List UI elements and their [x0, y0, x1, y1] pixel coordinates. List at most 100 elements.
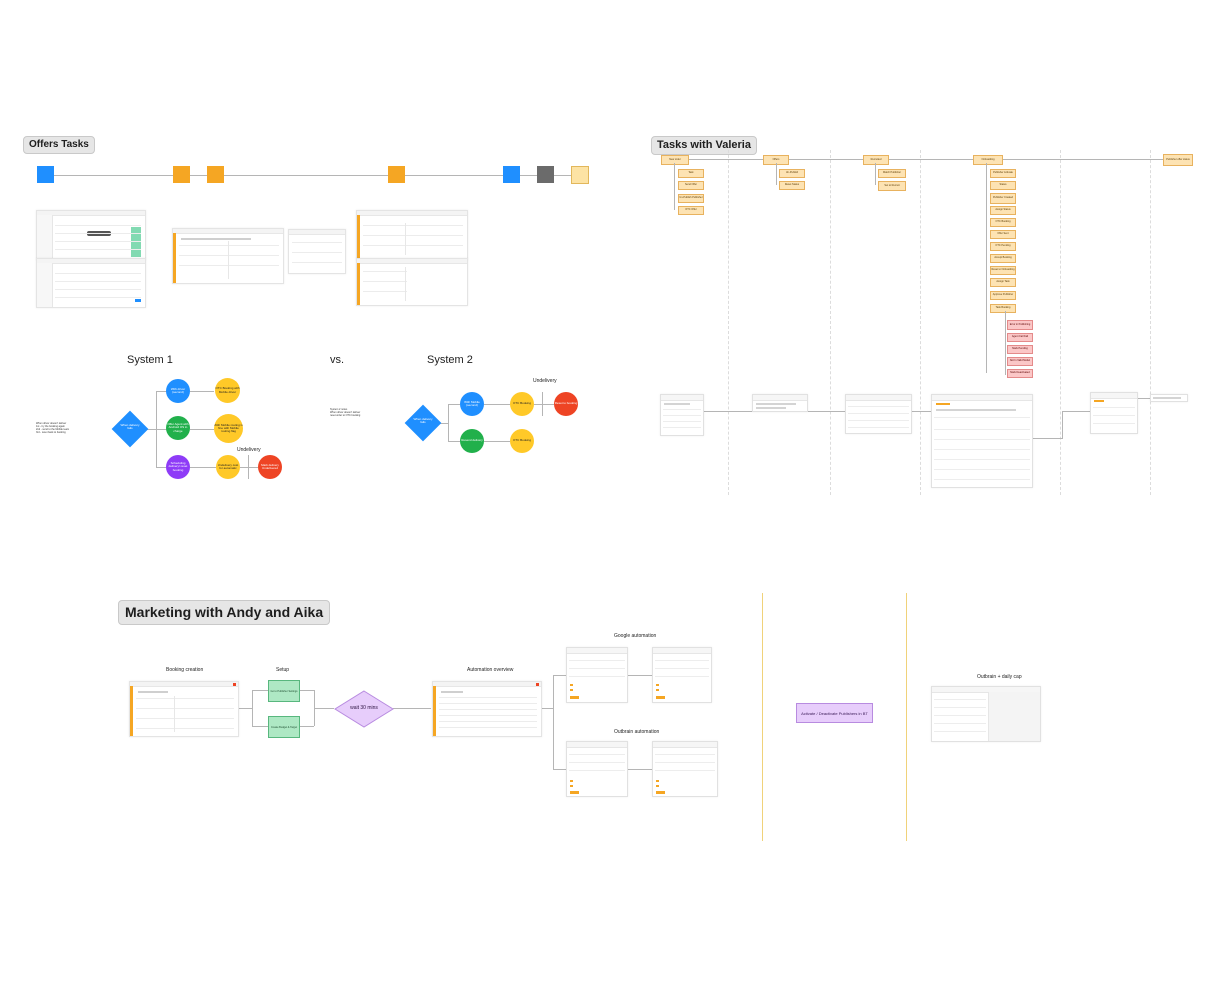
offers-screenshot[interactable] [288, 229, 346, 274]
task-card[interactable]: Reset Status [779, 181, 805, 190]
panel-row [934, 707, 986, 708]
offers-screenshot[interactable] [172, 228, 284, 284]
valeria-panel-small[interactable] [1150, 394, 1188, 402]
valeria-panel[interactable] [1090, 392, 1138, 434]
booking-creation-screenshot[interactable] [129, 681, 239, 737]
s2-circle-blue[interactable]: With Mobile (second) [460, 392, 484, 416]
stage-card[interactable]: New order [661, 155, 689, 165]
s2-circle-green[interactable]: Resend delivery [460, 429, 484, 453]
wait-diamond[interactable] [334, 690, 394, 728]
offers-screenshot[interactable] [356, 210, 468, 260]
stage-card[interactable]: Recruited [863, 155, 889, 165]
activate-deactivate-publishers-box[interactable]: Activate / Deactivate Publishers in BT [796, 703, 873, 723]
task-card[interactable]: Offer Sent [990, 230, 1016, 239]
timeline-node-orange[interactable] [388, 166, 405, 183]
valeria-section-title[interactable]: Tasks with Valeria [651, 136, 757, 156]
task-card[interactable]: Task Booking [990, 304, 1016, 313]
marketing-flow-line [393, 708, 431, 709]
task-card[interactable]: Accept Booking [990, 254, 1016, 263]
screenshot-row [292, 262, 342, 263]
marketing-flow-line [553, 675, 554, 769]
column-separator [920, 150, 921, 495]
s1-circle-purple[interactable]: Scheduling delivery/ reset booking [166, 455, 190, 479]
s1-circle-green[interactable]: Offer Agent with Android OS in charge [166, 416, 190, 440]
stage-card[interactable]: Publisher offer status [1163, 154, 1193, 166]
setup-box-publisher-settings[interactable]: Go to Publisher Settings [268, 680, 300, 702]
valeria-panel[interactable] [752, 394, 808, 412]
outbrain-automation-panel[interactable] [566, 741, 628, 797]
s2-circle-yellow[interactable]: OTC Booking [510, 392, 534, 416]
task-card[interactable]: Approve Publisher [990, 291, 1016, 300]
timeline-node-blue[interactable] [503, 166, 520, 183]
task-card[interactable]: Assign Status [990, 206, 1016, 215]
offers-screenshot[interactable] [36, 210, 146, 260]
panel-header [846, 395, 911, 401]
exception-card[interactable]: Mark Pending [1007, 345, 1033, 354]
task-card[interactable]: OTC Booking [990, 218, 1016, 227]
timeline-node-yellow[interactable] [571, 166, 589, 184]
task-card[interactable]: OTC Pending [990, 242, 1016, 251]
panel-save-button [656, 791, 665, 794]
task-card[interactable]: Send Offer [678, 181, 704, 190]
s1-circle-yellow[interactable]: Undelivery cost for automatic [216, 455, 240, 479]
valeria-panel[interactable] [845, 394, 912, 434]
task-card[interactable]: Match Publisher [878, 169, 906, 178]
google-automation-panel[interactable] [652, 647, 712, 703]
outbrain-daily-cap-panel[interactable] [931, 686, 1041, 742]
valeria-panel[interactable] [660, 394, 704, 436]
screenshot-row [136, 698, 234, 699]
task-card[interactable]: Set to Recruit [878, 181, 906, 191]
task-card[interactable]: OTC Offer [678, 206, 704, 215]
valeria-panel[interactable] [931, 394, 1033, 488]
outbrain-automation-panel[interactable] [652, 741, 718, 797]
task-card[interactable]: Un-Publish [779, 169, 805, 178]
automation-overview-label: Automation overview [467, 667, 514, 673]
marketing-flow-line [314, 708, 334, 709]
marketing-section-title[interactable]: Marketing with Andy and Aika [118, 600, 331, 625]
task-card[interactable]: Publisher Activate [990, 169, 1016, 178]
panel-row [934, 429, 1030, 430]
screenshot-row [439, 727, 537, 728]
offers-screenshot[interactable] [356, 258, 468, 306]
screenshot-close-icon [536, 683, 539, 686]
task-card[interactable]: Reset to Onboarding [990, 266, 1016, 275]
timeline-node-orange[interactable] [207, 166, 224, 183]
task-card[interactable]: Un-Publish Publisher [678, 194, 704, 203]
timeline-node-gray[interactable] [537, 166, 554, 183]
panel-save-button [570, 791, 579, 794]
timeline-node-blue[interactable] [37, 166, 54, 183]
exception-card[interactable]: Agent Call Fail [1007, 333, 1033, 342]
marketing-flow-line [252, 690, 268, 691]
panel-row [655, 770, 715, 771]
system-2-label: System 2 [427, 354, 473, 366]
exception-card[interactable]: Mark Deactivated [1007, 369, 1033, 378]
panel-highlight [1094, 400, 1104, 402]
task-card[interactable]: Publisher Created [990, 193, 1016, 204]
marketing-flow-line [553, 675, 566, 676]
setup-box-budget[interactable]: Create Budget & Target [268, 716, 300, 738]
offers-screenshot[interactable] [36, 258, 146, 308]
stage-card[interactable]: Onboarding [973, 155, 1003, 165]
s1-circle-yellow[interactable]: With Mobile routing is fine with Mobile … [214, 414, 243, 443]
s1-circle-yellow[interactable]: OTC Booking with Mobile driver [215, 378, 240, 403]
panel-text [664, 403, 690, 405]
s1-circle-red[interactable]: Mark delivery Undelivered [258, 455, 282, 479]
automation-overview-screenshot[interactable] [432, 681, 542, 737]
screenshot-row [439, 703, 537, 704]
s1-circle-blue[interactable]: With driver (second) [166, 379, 190, 403]
timeline-node-orange[interactable] [173, 166, 190, 183]
task-card[interactable]: Assign Task [990, 278, 1016, 287]
task-card[interactable]: Task [678, 169, 704, 178]
s2-connector [435, 423, 448, 424]
s2-circle-red[interactable]: Reset to booking [554, 392, 578, 416]
exception-card[interactable]: Error in Publishing [1007, 320, 1033, 330]
offers-section-title[interactable]: Offers Tasks [23, 136, 95, 154]
panel-row [655, 754, 715, 755]
task-card[interactable]: Status [990, 181, 1016, 190]
task-column-line [875, 163, 876, 185]
exception-card[interactable]: Not In Valid Model [1007, 357, 1033, 366]
s2-circle-yellow[interactable]: OTC Booking [510, 429, 534, 453]
google-automation-panel[interactable] [566, 647, 628, 703]
panel-highlight [936, 403, 950, 405]
marketing-flow-line [238, 708, 252, 709]
